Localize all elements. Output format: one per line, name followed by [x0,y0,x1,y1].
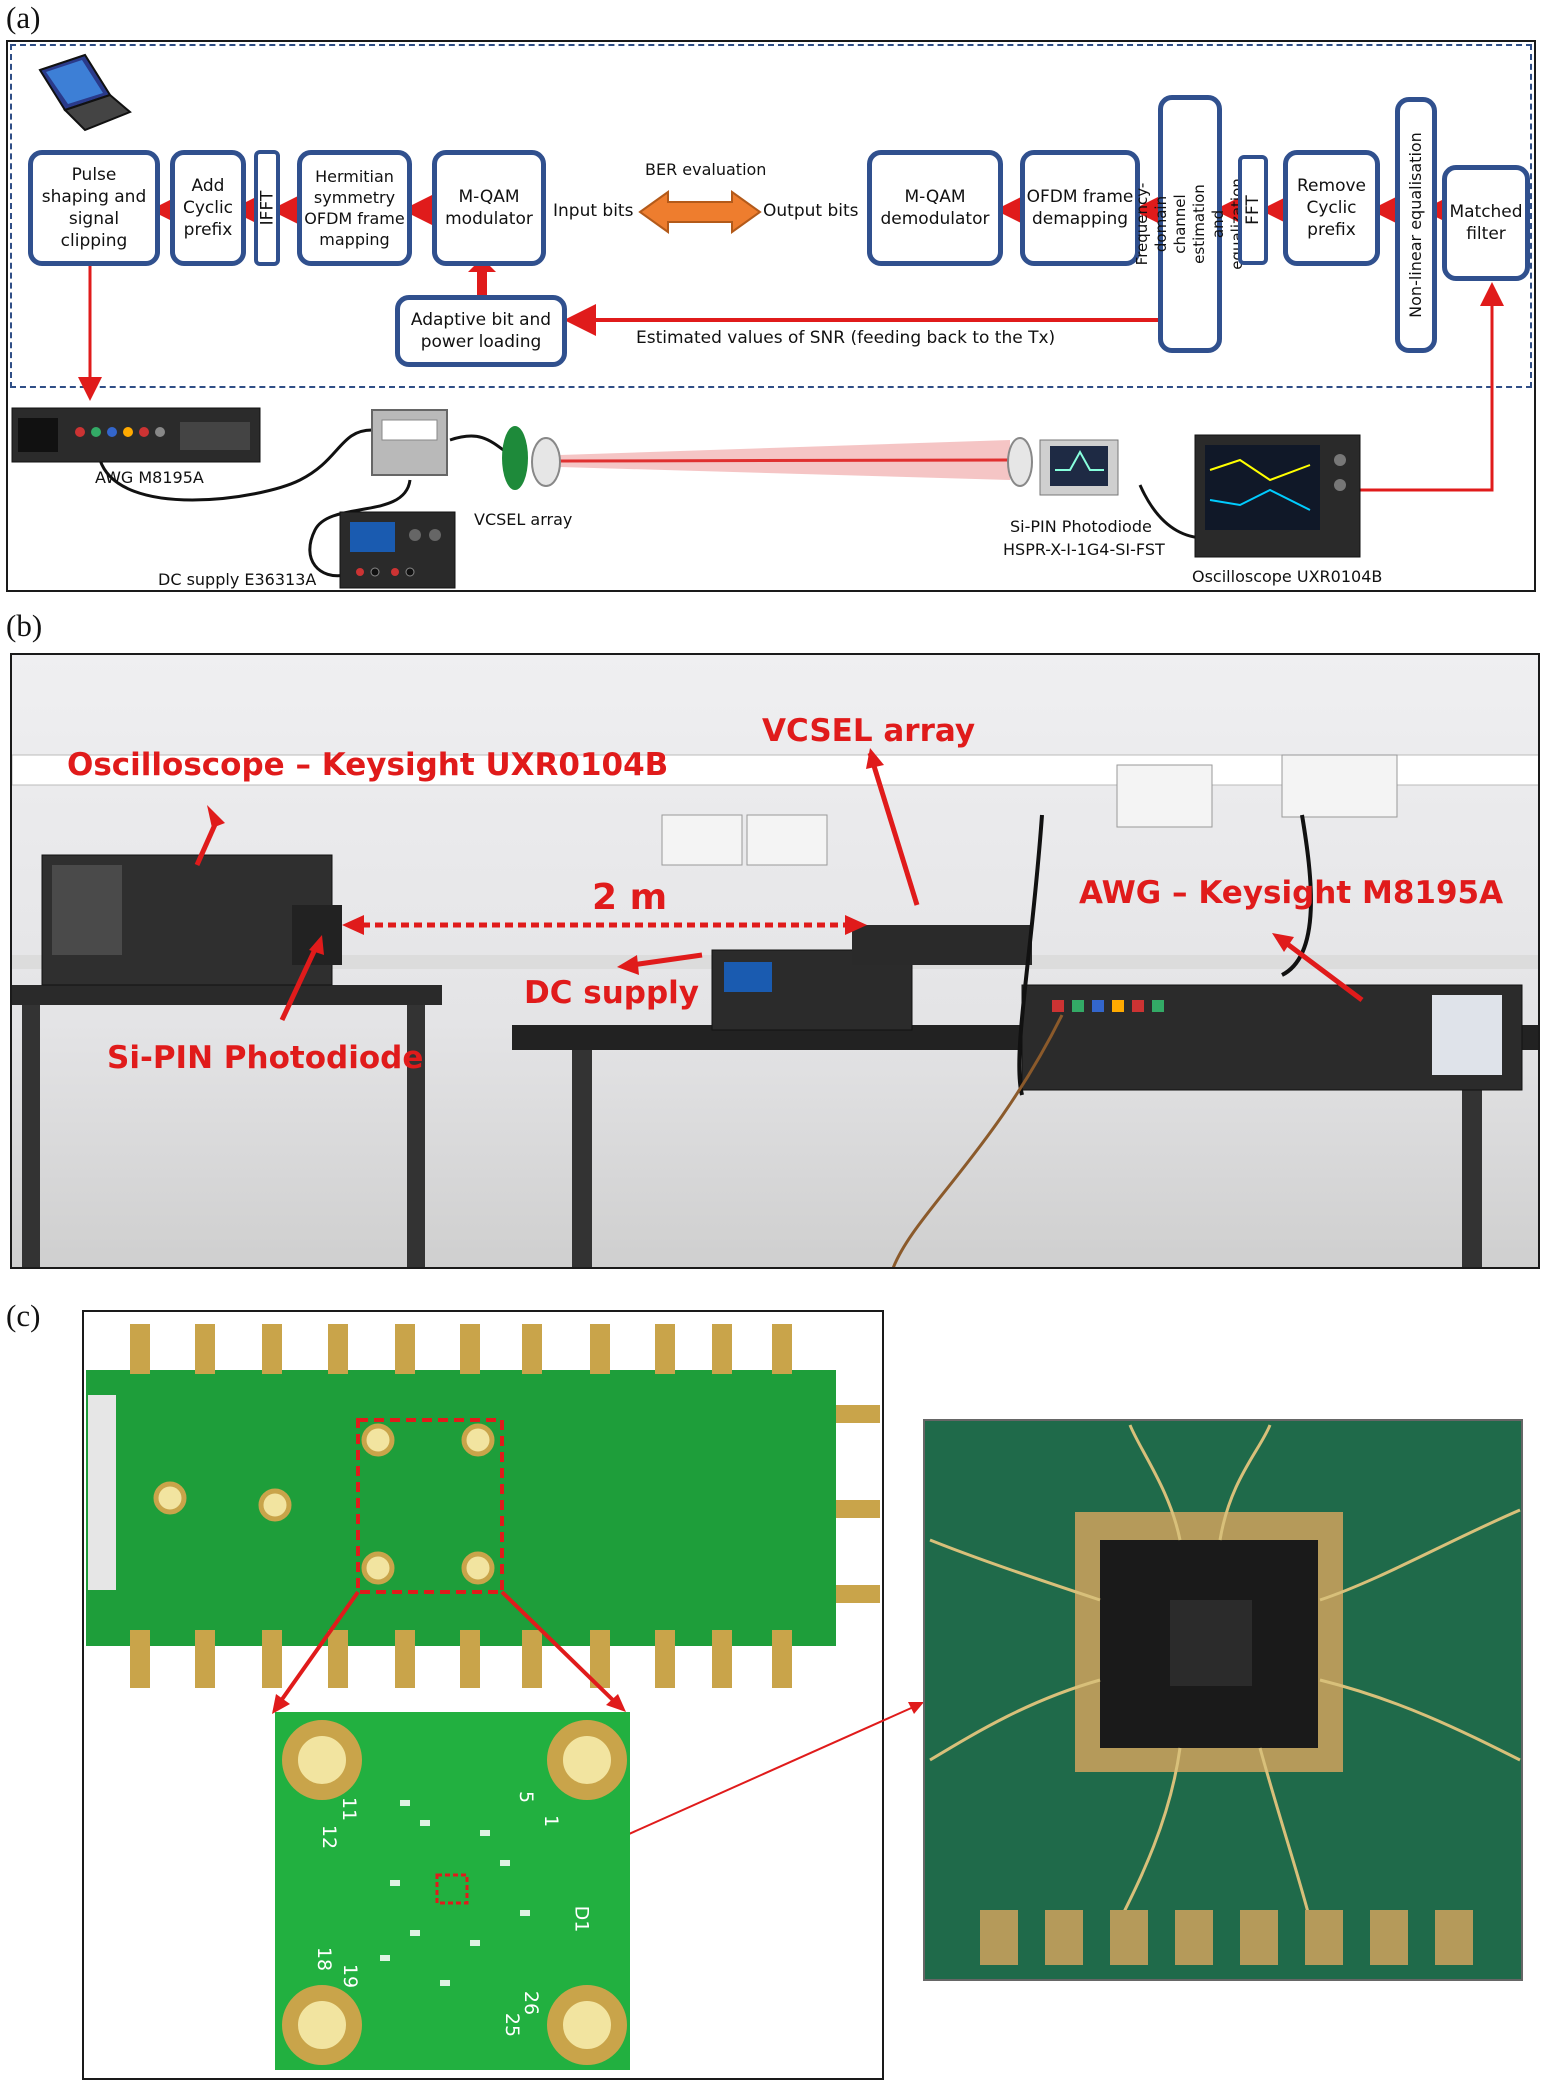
cable-awg-to-bias [98,428,373,502]
vcsel-annotation: VCSEL array [762,713,976,749]
vcsel-label: VCSEL array [474,510,573,529]
fft-block: FFT [1238,155,1268,265]
pcb-label-18: 18 [313,1946,336,1972]
mqam-modulator-block: M-QAM modulator [432,150,546,266]
pcb-label-11: 11 [338,1796,361,1822]
pcb-label-1: 1 [540,1814,563,1828]
pcb-label-26: 26 [520,1990,543,2016]
dsp-region [10,44,1532,388]
cable-dc-to-bias [308,479,412,578]
awg-annotation: AWG – Keysight M8195A [1079,875,1504,911]
pcb-label-d1: D1 [570,1905,593,1933]
add-cyclic-prefix-block: Add Cyclic prefix [170,150,246,266]
matched-filter-block: Matched filter [1442,165,1530,281]
lab-setup-illustration [12,748,1538,1267]
arrow-scope-to-mf [1360,282,1504,492]
vcsel-array-icon [502,426,561,490]
ber-double-arrow [638,190,762,234]
ifft-block: IFFT [254,150,280,266]
bias-tee-icon [371,409,448,476]
pcb-label-12: 12 [318,1824,341,1850]
channel-estimation-block: Frequency-domain channel estimation and … [1133,95,1246,353]
ofdm-demapping-block: OFDM frame demapping [1020,150,1140,266]
pcb-highlight-box [356,1418,504,1594]
lab-setup-photo: Oscilloscope – Keysight UXR0104B VCSEL a… [10,653,1540,1269]
awg-label: AWG M8195A [95,468,204,487]
panel-label-c: (c) [6,1298,41,1333]
dc-supply-annotation: DC supply [524,975,700,1011]
photodiode-label-1: Si-PIN Photodiode [1010,517,1152,536]
photodiode-icon [1007,437,1119,496]
mqam-demodulator-block: M-QAM demodulator [867,150,1003,266]
photodiode-label-2: HSPR-X-I-1G4-SI-FST [1003,540,1165,559]
snr-feedback-label: Estimated values of SNR (feeding back to… [636,328,1056,348]
dc-supply-icon [339,511,456,589]
input-bits-label: Input bits [553,201,634,221]
dc-supply-label: DC supply E36313A [158,570,317,589]
pcb-label-5: 5 [515,1790,538,1804]
remove-cyclic-prefix-block: Remove Cyclic prefix [1283,150,1380,266]
output-bits-label: Output bits [763,201,859,221]
hermitian-mapping-block: Hermitian symmetry OFDM frame mapping [297,150,412,266]
oscilloscope-annotation: Oscilloscope – Keysight UXR0104B [67,747,669,783]
oscilloscope-label: Oscilloscope UXR0104B [1192,567,1383,586]
ber-evaluation-label: BER evaluation [645,160,767,179]
pcb-label-19: 19 [339,1963,362,1989]
panel-label-b: (b) [6,608,43,643]
pulse-shaping-block: Pulse shaping and signal clipping [28,150,160,266]
laptop-icon [38,53,132,132]
pcb-label-25: 25 [501,2012,524,2038]
adaptive-loading-block: Adaptive bit and power loading [395,295,567,367]
nonlinear-equalisation-block: Non-linear equalisation [1395,97,1437,353]
distance-annotation: 2 m [592,877,668,918]
awg-instrument-icon [11,407,261,463]
panel-label-a: (a) [6,0,41,35]
oscilloscope-icon [1194,434,1361,558]
photodiode-annotation: Si-PIN Photodiode [107,1040,424,1076]
